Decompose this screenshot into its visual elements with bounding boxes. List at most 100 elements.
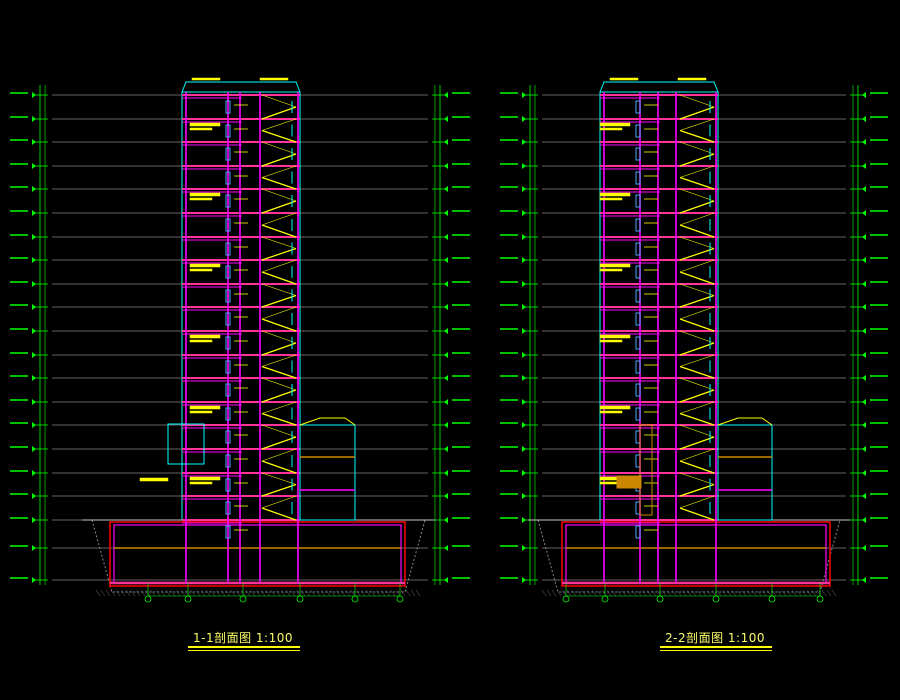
level-triangle <box>32 375 36 381</box>
stair-flight <box>261 389 297 403</box>
earth-hatch <box>115 589 121 597</box>
level-triangle <box>32 210 36 216</box>
earth-hatch <box>731 589 737 597</box>
annotation-text-block <box>599 192 631 197</box>
stair-flight-back <box>261 259 297 273</box>
level-triangle <box>444 186 448 192</box>
stair-flight <box>679 483 715 497</box>
window-mark <box>225 336 231 350</box>
roof-parapet <box>181 81 301 93</box>
earth-hatch <box>691 589 697 597</box>
earth-hatch <box>596 589 602 597</box>
level-triangle <box>862 163 866 169</box>
earth-hatch <box>380 589 386 597</box>
earth-hatch <box>816 589 822 597</box>
annotation-text-block <box>189 476 221 481</box>
earth-hatch <box>170 589 176 597</box>
roof-annotation <box>259 77 289 81</box>
annotation-text-block <box>599 127 623 131</box>
stair-flight-back <box>261 212 297 226</box>
window-mark <box>225 525 231 539</box>
window-mark <box>225 430 231 444</box>
earth-hatch <box>751 589 757 597</box>
earth-hatch <box>280 589 286 597</box>
level-triangle <box>444 422 448 428</box>
earth-hatch <box>200 589 206 597</box>
level-triangle <box>862 210 866 216</box>
stair-flight <box>679 153 715 167</box>
earth-hatch <box>340 589 346 597</box>
stair-flight-back <box>261 141 297 155</box>
stair-flight <box>261 224 297 238</box>
earth-hatch <box>285 589 291 597</box>
stair-flight <box>679 365 715 379</box>
earth-hatch <box>395 589 401 597</box>
earth-hatch <box>290 589 296 597</box>
level-triangle <box>862 517 866 523</box>
level-triangle <box>862 304 866 310</box>
entrance-canopy <box>167 423 205 465</box>
section-1-1-title: 1-1剖面图 1:100 <box>193 631 293 645</box>
earth-hatch <box>255 589 261 597</box>
level-triangle <box>862 116 866 122</box>
annotation-text-block <box>189 263 221 268</box>
earth-hatch <box>180 589 186 597</box>
stair-flight-back <box>261 306 297 320</box>
level-triangle <box>862 399 866 405</box>
earth-hatch <box>676 589 682 597</box>
level-triangle <box>32 92 36 98</box>
section-2-2-title-underline-thin <box>660 650 772 651</box>
level-triangle <box>444 116 448 122</box>
window-mark <box>635 171 641 185</box>
level-triangle <box>32 422 36 428</box>
earth-hatch <box>821 589 827 597</box>
earth-hatch <box>616 589 622 597</box>
earth-hatch <box>671 589 677 597</box>
level-triangle <box>444 257 448 263</box>
stair-flight-back <box>261 330 297 344</box>
earth-hatch <box>736 589 742 597</box>
earth-hatch <box>410 589 416 597</box>
earth-hatch <box>320 589 326 597</box>
stair-flight <box>261 483 297 497</box>
earth-hatch <box>305 589 311 597</box>
annotation-text-block <box>189 410 213 414</box>
earth-hatch <box>786 589 792 597</box>
stair-flight-back <box>261 283 297 296</box>
level-triangle <box>862 92 866 98</box>
earth-hatch <box>225 589 231 597</box>
annotation-text-block <box>599 334 631 339</box>
earth-hatch <box>275 589 281 597</box>
annotation-text-block <box>189 481 213 485</box>
earth-hatch <box>571 589 577 597</box>
earth-hatch <box>551 589 557 597</box>
level-triangle <box>32 139 36 145</box>
window-mark <box>225 218 231 232</box>
annotation-text-block <box>189 405 221 410</box>
earth-hatch <box>100 589 106 597</box>
level-triangle <box>522 446 526 452</box>
stair-flight <box>261 271 297 285</box>
annotation-text-block <box>599 410 623 414</box>
level-triangle <box>522 116 526 122</box>
window-mark <box>225 265 231 279</box>
stair-flight-back <box>261 424 297 438</box>
earth-hatch <box>591 589 597 597</box>
level-triangle <box>522 281 526 287</box>
earth-hatch <box>365 589 371 597</box>
earth-hatch <box>155 589 161 597</box>
window-mark <box>635 194 641 208</box>
earth-hatch <box>330 589 336 597</box>
axis-bubble <box>144 595 152 603</box>
window-mark <box>225 312 231 326</box>
elevator-pit-fill <box>616 475 642 489</box>
stair-flight-back <box>679 448 715 462</box>
window-mark <box>635 312 641 326</box>
section-2-2-title-underline <box>660 646 772 648</box>
level-triangle <box>522 517 526 523</box>
earth-hatch <box>626 589 632 597</box>
level-triangle <box>444 517 448 523</box>
annotation-text-block <box>599 405 631 410</box>
earth-hatch <box>806 589 812 597</box>
